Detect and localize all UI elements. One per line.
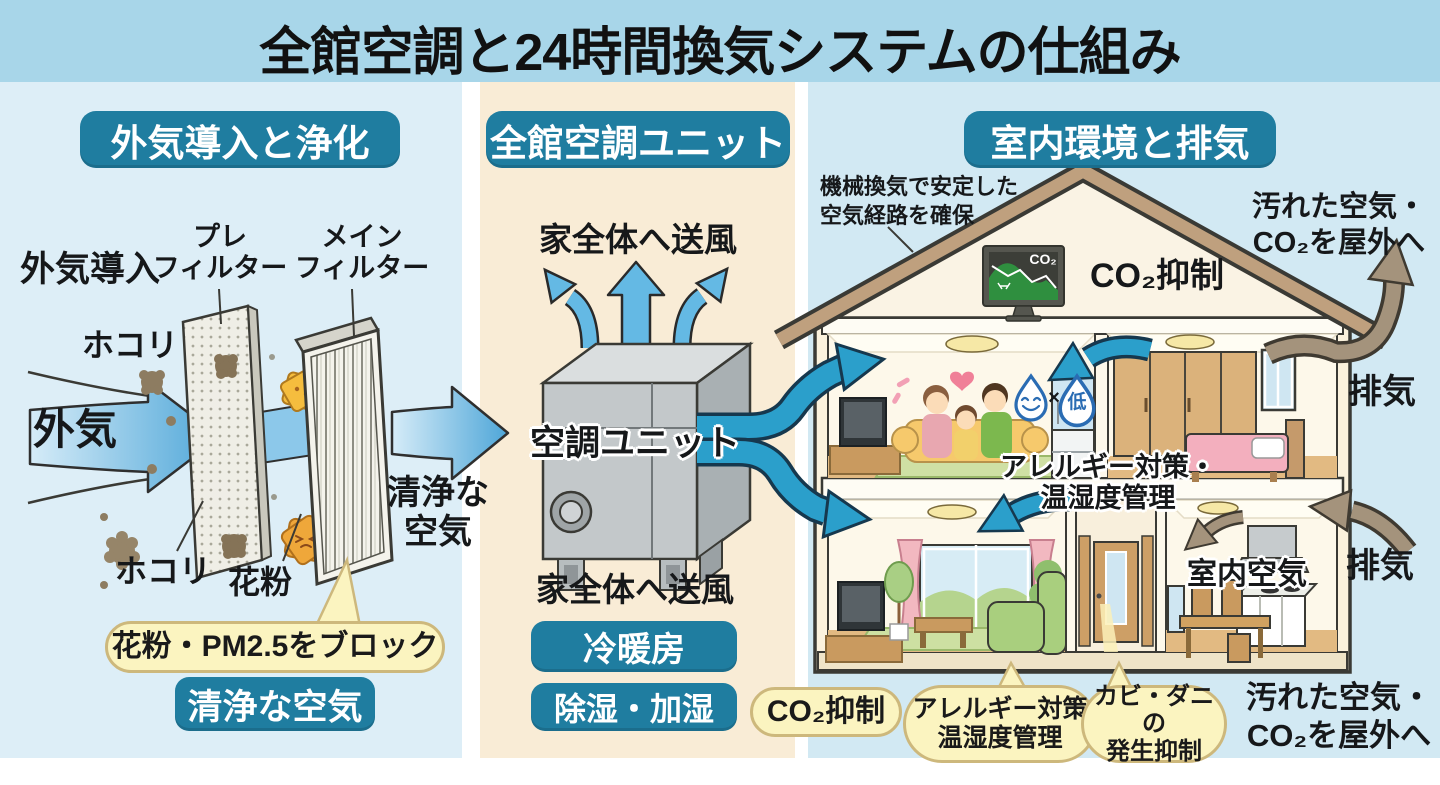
section-header-indoor: 室内環境と排気 [964,111,1276,168]
exhaust-label-bottom: 排気 [1346,547,1414,585]
outside-air-intake-label: 外気導入 [19,250,160,289]
clean-air-badge: 清浄な空気 [175,677,375,731]
dust-on-filter-icon [214,354,247,559]
title-bar [0,0,1440,82]
bed-icon [1185,419,1305,482]
label-pointer-lines [176,288,355,562]
supply-ribbon-1f [697,437,874,540]
circulation-arrow-1f [976,488,1073,533]
humidity-x-label: × [1048,387,1060,409]
humidity-droplets [1014,372,1096,428]
dust-label-top: ホコリ [81,327,178,363]
outside-air-label: 外気 [32,406,117,453]
co2-monitor-icon [982,245,1065,322]
ceiling-light-icon [945,335,999,353]
family-illustration [891,371,1049,463]
pm25-block-callout: 花粉・PM2.5をブロック [105,621,445,673]
humidity-low-label: 低 [1067,392,1087,413]
clean-air-arrow [390,385,510,481]
allergy-note-house: アレルギー対策・ 温湿度管理 [1000,452,1216,513]
droplet-low-icon [1058,372,1096,428]
dust-particles-icon [100,370,176,589]
plant-icon-small [884,561,914,603]
range-hood-arrow [1183,510,1244,551]
allergy-callout: アレルギー対策 温湿度管理 [903,685,1097,763]
dirty-air-note-bottom: 汚れた空気・ CO₂を屋外へ [1246,680,1432,753]
tv-stand-2f [829,445,901,475]
outside-air-arrow [28,380,222,494]
room-corridor-1f [1075,499,1157,653]
room-living-1f [825,499,1068,663]
dust-label-bottom: ホコリ [114,553,211,589]
circulation-arrow-2f [1046,335,1153,382]
heart-icon [950,371,974,391]
pollen-label: 花粉 [227,564,292,600]
monitor-co2-label: CO₂ [1029,251,1057,267]
pre-filter-panel [181,304,273,580]
heating-cooling-badge: 冷暖房 [531,621,737,672]
section-header-intake: 外気導入と浄化 [80,111,400,168]
dining-table-icon [1179,579,1271,663]
clean-air-arrow-label: 清浄な 空気 [387,474,489,551]
co2-control-attic-label: CO₂抑制 [1089,257,1225,295]
sofa-icon [987,571,1067,655]
page-title: 全館空調と24時間換気システムの仕組み [259,24,1181,82]
supply-bottom-label: 家全体へ送風 [536,571,734,608]
ceiling-light-icon [1165,334,1215,350]
mold-mite-callout: カビ・ダニの 発生抑制 [1081,683,1227,765]
room-kitchen-1f [1164,499,1339,663]
exhaust-label-top: 排気 [1348,373,1416,411]
mech-vent-note: 機械換気で安定した 空気経路を確保 [820,174,1019,228]
humidity-control-badge: 除湿・加湿 [531,683,737,731]
ac-unit-label: 空調ユニット [529,424,740,463]
range-hood-icon [1247,525,1297,559]
exhaust-arrow-top [1263,237,1415,365]
pre-filter-label: プレ フィルター [152,222,288,283]
main-filter-panel [294,316,394,587]
roof [775,163,1391,346]
main-filter-label: メイン フィルター [294,222,430,283]
air-intake-illustration [27,288,510,628]
gable-wall [828,180,1338,318]
ceiling-light-icon [927,504,977,520]
ac-unit-box [539,341,754,591]
section-header-unit: 全館空調ユニット [486,111,790,168]
airflow-arrows [697,237,1417,558]
ceiling-light-icon [1197,501,1239,515]
co2-control-callout: CO₂抑制 [750,687,902,737]
coffee-table [914,617,973,633]
exhaust-arrow-bottom [1307,488,1417,558]
droplet-happy-icon [1014,373,1048,422]
supply-top-label: 家全体へ送風 [539,221,737,258]
dirty-air-note-top: 汚れた空気・ CO₂を屋外へ [1251,191,1426,260]
supply-up-arrows [543,260,729,350]
note-pointer-line [887,226,914,253]
indoor-air-label: 室内空気 [1187,558,1307,591]
supply-ribbon-2f [697,341,887,442]
